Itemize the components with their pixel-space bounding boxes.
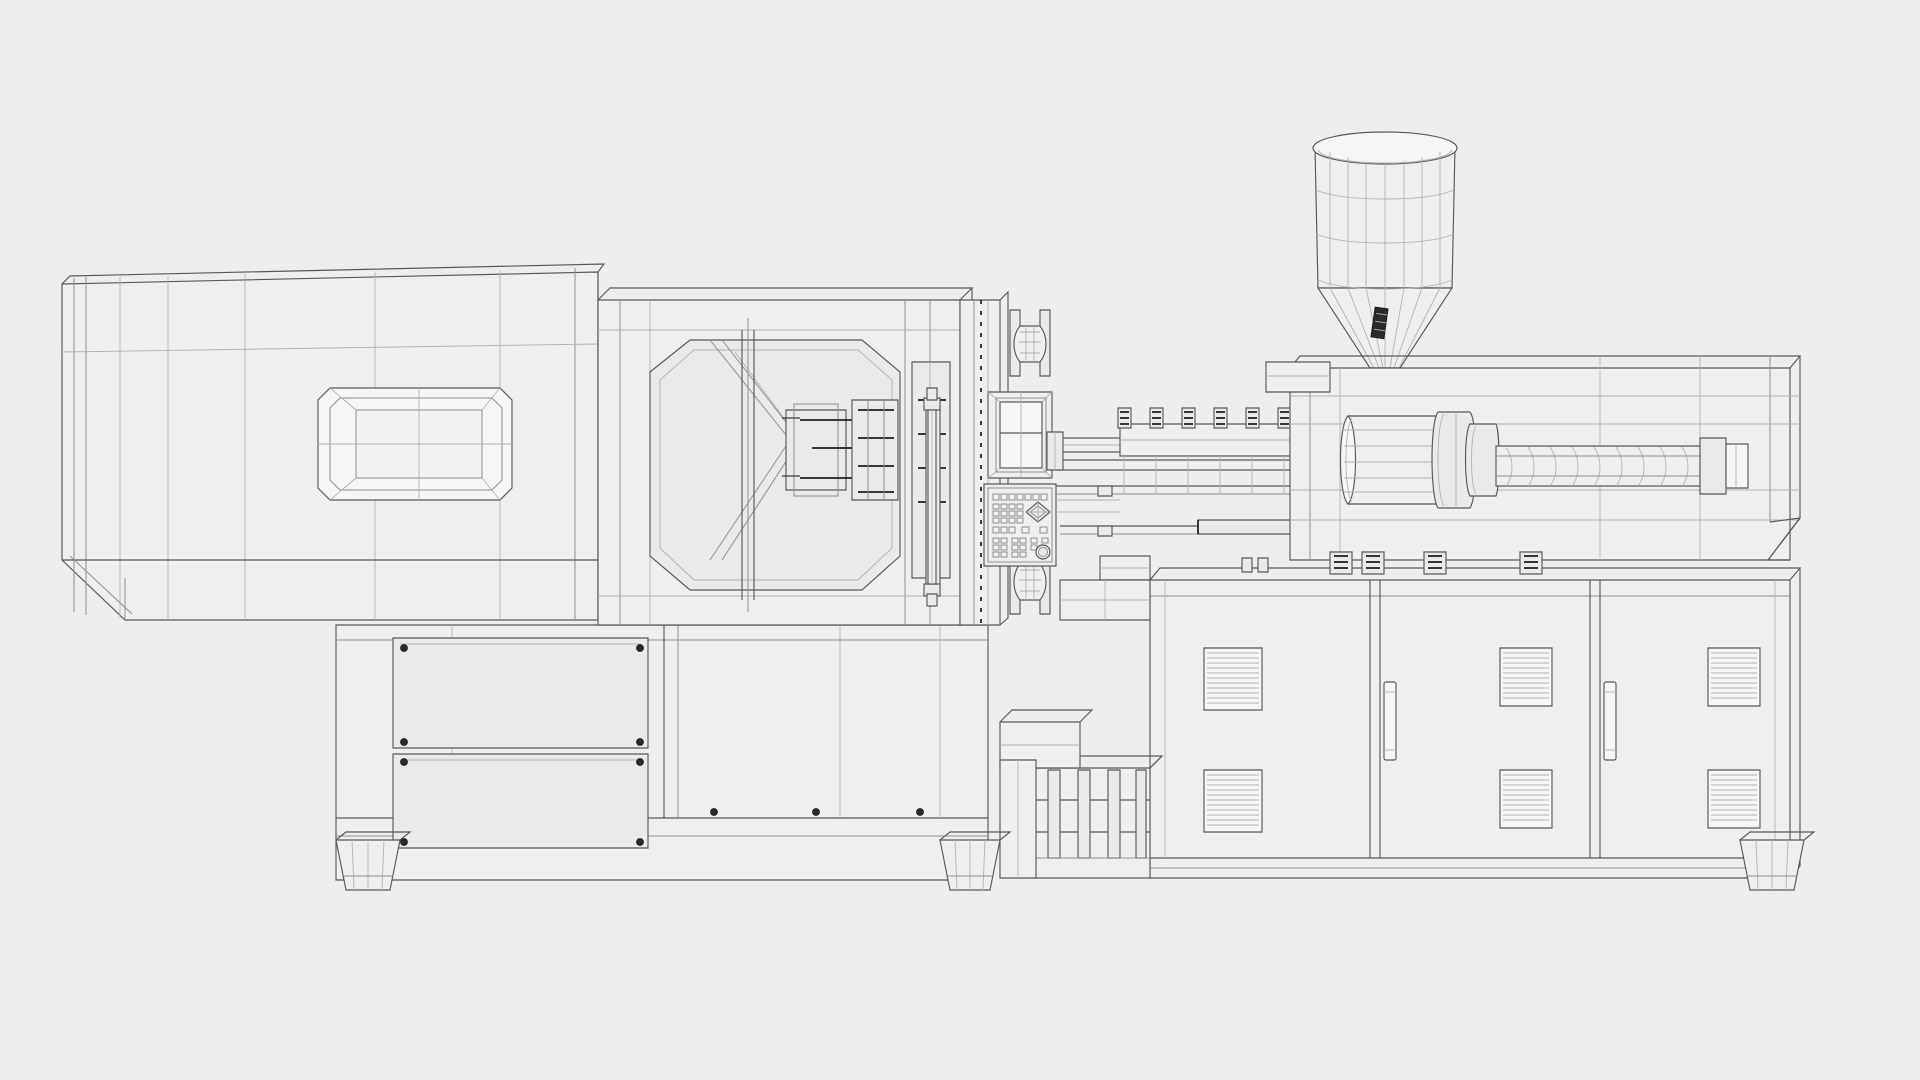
- heater-bands: [1118, 408, 1291, 428]
- emergency-stop-button[interactable]: [1036, 545, 1050, 559]
- fasteners: [401, 645, 924, 846]
- membrane-keypad[interactable]: [984, 484, 1056, 566]
- vent-grille: [1204, 648, 1262, 710]
- clamp-unit: [598, 288, 972, 625]
- machine-foot: [1740, 832, 1814, 890]
- pulley-lower: [1010, 548, 1050, 614]
- access-window: [318, 388, 512, 500]
- vent-grille: [1708, 648, 1760, 706]
- screw-flights: [1506, 447, 1688, 486]
- vent-grille: [1204, 770, 1262, 832]
- nozzle-block: [1047, 432, 1063, 470]
- safety-gate-rod: [924, 388, 940, 606]
- hopper-ribs: [1330, 152, 1440, 288]
- clamp-end-cover: [62, 264, 604, 620]
- vent-grille: [1500, 648, 1552, 706]
- platen-outline: [650, 340, 900, 590]
- injection-drive-motor: [1341, 412, 1500, 508]
- vent-grille: [1500, 770, 1552, 828]
- directional-pad[interactable]: [1026, 502, 1050, 522]
- access-steps: [1000, 710, 1162, 878]
- vent-grille: [1708, 770, 1760, 828]
- machine-foot: [336, 832, 410, 890]
- guard-panels: [393, 638, 648, 848]
- material-hopper: [1313, 132, 1457, 392]
- display-screen[interactable]: [988, 392, 1052, 478]
- toggle-linkage: [710, 318, 898, 612]
- keypad-left-grid[interactable]: [993, 504, 1023, 523]
- machine-foot: [940, 832, 1010, 890]
- hopper-cone-ribs: [1330, 288, 1440, 368]
- hopper-sight-glass: [1371, 307, 1388, 339]
- cabinet-top-fittings: [1242, 552, 1542, 574]
- machine-feet: [336, 832, 1814, 890]
- pulley-upper: [1010, 310, 1050, 376]
- control-panel[interactable]: [984, 392, 1056, 566]
- misc-hardware: [1056, 486, 1150, 620]
- power-cabinet: [1150, 552, 1800, 878]
- vent-grilles: [1204, 648, 1760, 832]
- door-handles[interactable]: [1384, 682, 1616, 760]
- machine-base: [336, 625, 988, 880]
- keypad-function-keys[interactable]: [1022, 527, 1047, 533]
- keypad-top-row[interactable]: [993, 494, 1047, 500]
- keypad-mid-row[interactable]: [993, 527, 1015, 533]
- reciprocating-screw: [1496, 438, 1748, 494]
- keypad-lower-grid[interactable]: [993, 538, 1048, 557]
- cabinet-doors[interactable]: [1165, 580, 1775, 858]
